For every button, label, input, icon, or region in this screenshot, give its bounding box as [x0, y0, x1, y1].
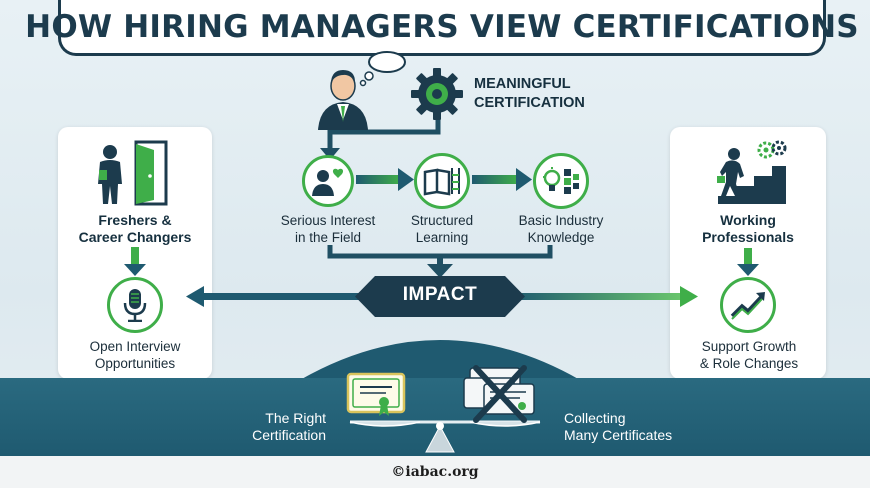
step2-arrow-shaft — [472, 175, 518, 184]
step-label-structured-learning: Structured Learning — [410, 213, 474, 245]
gear-to-interest-arrowhead — [320, 148, 340, 160]
certificate-icon — [346, 372, 406, 416]
title-banner: HOW HIRING MANAGERS VIEW CERTIFICATIONS — [25, 0, 859, 56]
converge-bracket — [327, 245, 553, 259]
step-circle-structured-learning — [414, 153, 470, 209]
gear-icon — [411, 68, 463, 120]
microphone-icon — [123, 289, 147, 322]
impact-right-shaft — [510, 293, 685, 300]
crossed-certificates-icon — [463, 365, 535, 423]
impact-badge — [355, 276, 525, 317]
person-stairs-gears-icon — [717, 140, 787, 204]
page-title: HOW HIRING MANAGERS VIEW CERTIFICATIONS — [25, 8, 859, 45]
step1-arrowhead — [398, 168, 414, 191]
step-circle-industry-knowledge — [533, 153, 589, 209]
step-label-serious-interest: Serious Interest in the Field — [280, 213, 376, 245]
left-panel-down-arrow-shaft — [131, 247, 139, 267]
right-panel-down-arrow-shaft — [744, 248, 752, 268]
thought-bubble-icon — [359, 51, 406, 87]
step-label-industry-knowledge: Basic Industry Knowledge — [518, 213, 604, 245]
gear-to-interest-connector — [327, 112, 441, 150]
right-certification-label: The Right Certification — [252, 410, 326, 443]
footer-credit: ©iabac.org — [391, 464, 479, 480]
impact-right-arrowhead — [680, 286, 698, 307]
many-certificates-label: Collecting Many Certificates — [564, 410, 673, 443]
left-panel-down-arrowhead — [124, 264, 146, 276]
person-door-icon — [98, 140, 168, 206]
converge-arrowhead — [427, 264, 453, 278]
left-panel-heading: Freshers & Career Changers — [78, 212, 192, 245]
right-panel-down-arrowhead — [737, 264, 759, 276]
footer: ©iabac.org — [0, 456, 870, 488]
manager-icon — [318, 70, 368, 130]
step-circle-serious-interest — [302, 155, 354, 207]
step1-arrow-shaft — [356, 175, 400, 184]
growth-chart-icon — [730, 292, 765, 320]
step2-arrowhead — [516, 168, 532, 191]
impact-label: IMPACT — [402, 284, 478, 305]
right-panel-outcome-circle — [720, 277, 776, 333]
lightbulb-blocks-icon — [543, 167, 579, 194]
scale-icon — [349, 420, 541, 453]
left-panel-outcome: Open Interview Opportunities — [89, 339, 181, 371]
right-panel-heading: Working Professionals — [702, 212, 794, 245]
impact-left-shaft — [200, 293, 370, 300]
book-ladder-icon — [423, 168, 460, 196]
meaningful-certification-label: MEANINGFUL CERTIFICATION — [474, 76, 585, 111]
right-panel-outcome: Support Growth & Role Changes — [699, 339, 799, 371]
converge-stem — [437, 256, 443, 268]
left-panel-outcome-circle — [107, 277, 163, 333]
impact-left-arrowhead — [186, 286, 204, 307]
person-heart-icon — [312, 168, 344, 196]
